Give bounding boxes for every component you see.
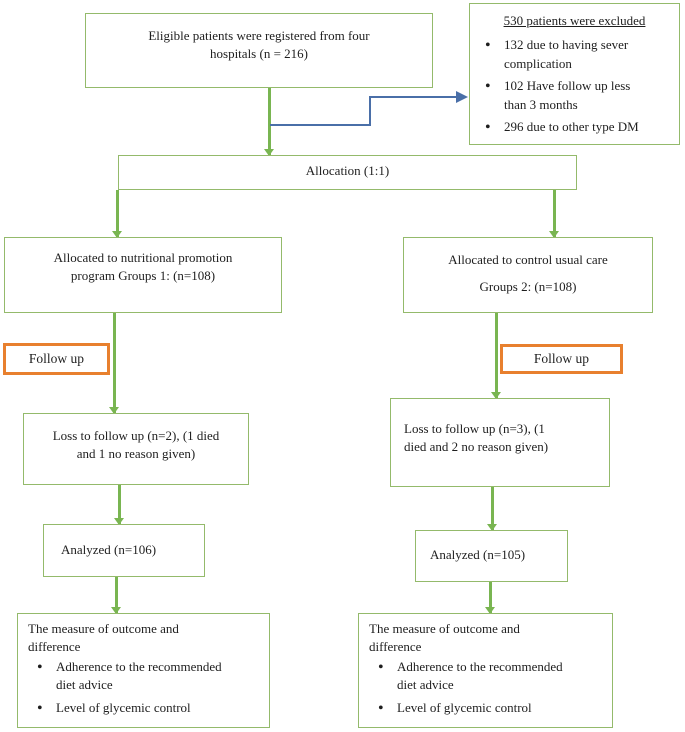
analyzed-right-box: Analyzed (n=105) [415, 530, 568, 582]
allocated-group2-text: Allocated to control usual care Groups 2… [448, 252, 608, 294]
loss-follow-up-right-box: Loss to follow up (n=3), (1 died and 2 n… [390, 398, 610, 487]
analyzed-right-text: Analyzed (n=105) [430, 547, 526, 562]
arrowhead-loss-left [109, 407, 119, 414]
loss-follow-up-right-text: Loss to follow up (n=3), (1 died and 2 n… [404, 421, 549, 455]
arrowhead-outcome-left [111, 607, 121, 614]
connector-loss-to-analyzed-left [118, 485, 121, 524]
arrowhead-analyzed-right [487, 524, 497, 531]
follow-up-left-box: Follow up [3, 343, 110, 375]
outcome-left-title: The measure of outcome and difference [28, 621, 179, 655]
outcome-right-box: The measure of outcome and difference Ad… [358, 613, 613, 728]
connector-eligible-to-allocation [268, 88, 271, 155]
analyzed-left-text: Analyzed (n=106) [61, 542, 157, 557]
connector-loss-to-analyzed-right [491, 487, 494, 530]
arrowhead-outcome-right [485, 607, 495, 614]
excluded-item: 296 due to other type DM [476, 117, 673, 140]
arrowhead-loss-right [491, 392, 501, 399]
outcome-left-box: The measure of outcome and difference Ad… [17, 613, 270, 728]
connector-allocation-to-group1 [116, 190, 119, 237]
excluded-item: 132 due to having sever complication [476, 35, 673, 73]
arrowhead-group1 [112, 231, 122, 238]
outcome-item: Level of glycemic control [28, 698, 265, 721]
outcome-item: Adherence to the recommended diet advice [28, 657, 265, 695]
outcome-item: Level of glycemic control [369, 698, 608, 721]
follow-up-right-box: Follow up [500, 344, 623, 374]
loss-follow-up-left-text: Loss to follow up (n=2), (1 died and 1 n… [52, 428, 220, 462]
allocated-group2-box: Allocated to control usual care Groups 2… [403, 237, 653, 313]
connector-group1-to-loss [113, 313, 116, 413]
excluded-list: 132 due to having sever complication 102… [476, 35, 673, 140]
arrowhead-group2 [549, 231, 559, 238]
arrowhead-analyzed-left [114, 518, 124, 525]
outcome-item: Adherence to the recommended diet advice [369, 657, 608, 695]
eligible-patients-text: Eligible patients were registered from f… [148, 28, 370, 62]
outcome-right-title: The measure of outcome and difference [369, 621, 520, 655]
outcome-right-list: Adherence to the recommended diet advice… [369, 657, 608, 721]
excluded-title: 530 patients were excluded [503, 13, 646, 28]
allocation-box: Allocation (1:1) [118, 155, 577, 190]
connector-analyzed-to-outcome-right [489, 582, 492, 613]
connector-group2-to-loss [495, 313, 498, 398]
follow-up-right-label: Follow up [533, 351, 590, 367]
follow-up-left-label: Follow up [28, 351, 85, 367]
connector-allocation-to-group2 [553, 190, 556, 237]
eligible-patients-box: Eligible patients were registered from f… [85, 13, 433, 88]
arrowhead-allocation [264, 149, 274, 156]
allocation-text: Allocation (1:1) [305, 163, 390, 178]
connector-analyzed-to-outcome-left [115, 577, 118, 613]
loss-follow-up-left-box: Loss to follow up (n=2), (1 died and 1 n… [23, 413, 249, 485]
allocated-group1-text: Allocated to nutritional promotion progr… [53, 250, 233, 284]
allocated-group1-box: Allocated to nutritional promotion progr… [4, 237, 282, 313]
analyzed-left-box: Analyzed (n=106) [43, 524, 205, 577]
excluded-patients-box: 530 patients were excluded 132 due to ha… [469, 3, 680, 145]
outcome-left-list: Adherence to the recommended diet advice… [28, 657, 265, 721]
excluded-item: 102 Have follow up less than 3 months [476, 76, 673, 114]
